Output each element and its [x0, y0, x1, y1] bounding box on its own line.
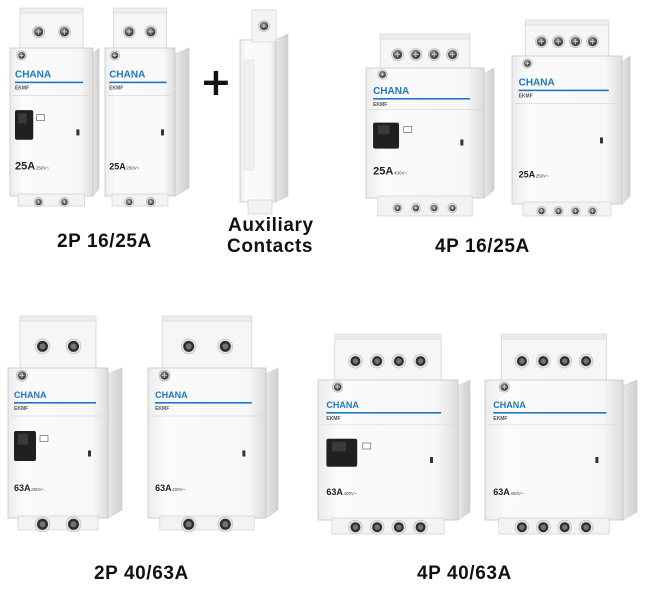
model-label: EKMF — [14, 406, 28, 412]
rating-label: 25A — [373, 166, 393, 178]
status-indicator — [460, 139, 464, 146]
plus-sign: + — [200, 60, 232, 104]
model-label: EKMF — [15, 86, 29, 92]
voltage-label: 250V~ — [31, 487, 45, 492]
auxiliary-contact-module — [239, 9, 289, 215]
status-indicator — [88, 450, 91, 457]
status-indicator — [600, 137, 603, 144]
brand-logo: CHANA — [493, 400, 526, 410]
status-indicator — [76, 129, 80, 136]
brand-logo: CHANA — [326, 400, 359, 410]
caption-aux-line1: Auxiliary — [228, 215, 314, 236]
caption-2p-16-25a: 2P 16/25A — [57, 231, 152, 252]
status-indicator — [161, 129, 164, 136]
brand-stripe — [109, 81, 167, 84]
model-label: EKMF — [109, 86, 123, 92]
caption-2p-40-63a: 2P 40/63A — [94, 563, 189, 584]
brand-logo: CHANA — [155, 390, 188, 400]
brand-logo: CHANA — [373, 86, 409, 97]
voltage-label: 250V~ — [536, 173, 550, 178]
brand-stripe — [155, 402, 252, 404]
rating-label: 25A — [109, 161, 126, 171]
caption-4p-40-63a: 4P 40/63A — [417, 563, 512, 584]
rating-label: 25A — [15, 160, 35, 172]
brand-stripe — [326, 412, 442, 414]
status-indicator — [430, 457, 433, 463]
voltage-label: 400V~ — [510, 491, 524, 496]
voltage-label: 400V~ — [344, 491, 358, 496]
rating-label: 63A — [493, 487, 510, 497]
brand-logo: CHANA — [519, 78, 555, 89]
brand-stripe — [518, 89, 609, 92]
brand-stripe — [493, 412, 607, 414]
rating-label: 63A — [14, 483, 31, 493]
brand-logo: CHANA — [109, 70, 145, 81]
brand-logo: CHANA — [14, 390, 47, 400]
voltage-label: 250V~ — [126, 165, 140, 170]
rating-label: 63A — [326, 487, 343, 497]
model-label: EKMF — [519, 94, 533, 100]
caption-4p-16-25a: 4P 16/25A — [435, 236, 530, 257]
model-label: EKMF — [155, 406, 169, 412]
brand-stripe — [14, 81, 84, 84]
status-indicator — [595, 457, 599, 463]
rating-label: 25A — [519, 169, 536, 179]
voltage-label: 250V~ — [36, 165, 50, 170]
voltage-label: 400V~ — [394, 171, 408, 176]
brand-stripe — [373, 98, 470, 100]
caption-aux-line2: Contacts — [227, 236, 314, 257]
model-label: EKMF — [493, 416, 507, 422]
model-label: EKMF — [326, 416, 340, 422]
status-indicator — [242, 450, 246, 457]
rating-label: 63A — [155, 483, 172, 493]
model-label: EKMF — [373, 102, 387, 108]
brand-stripe — [14, 402, 96, 404]
voltage-label: 400V~ — [172, 487, 186, 492]
brand-logo: CHANA — [15, 70, 51, 81]
